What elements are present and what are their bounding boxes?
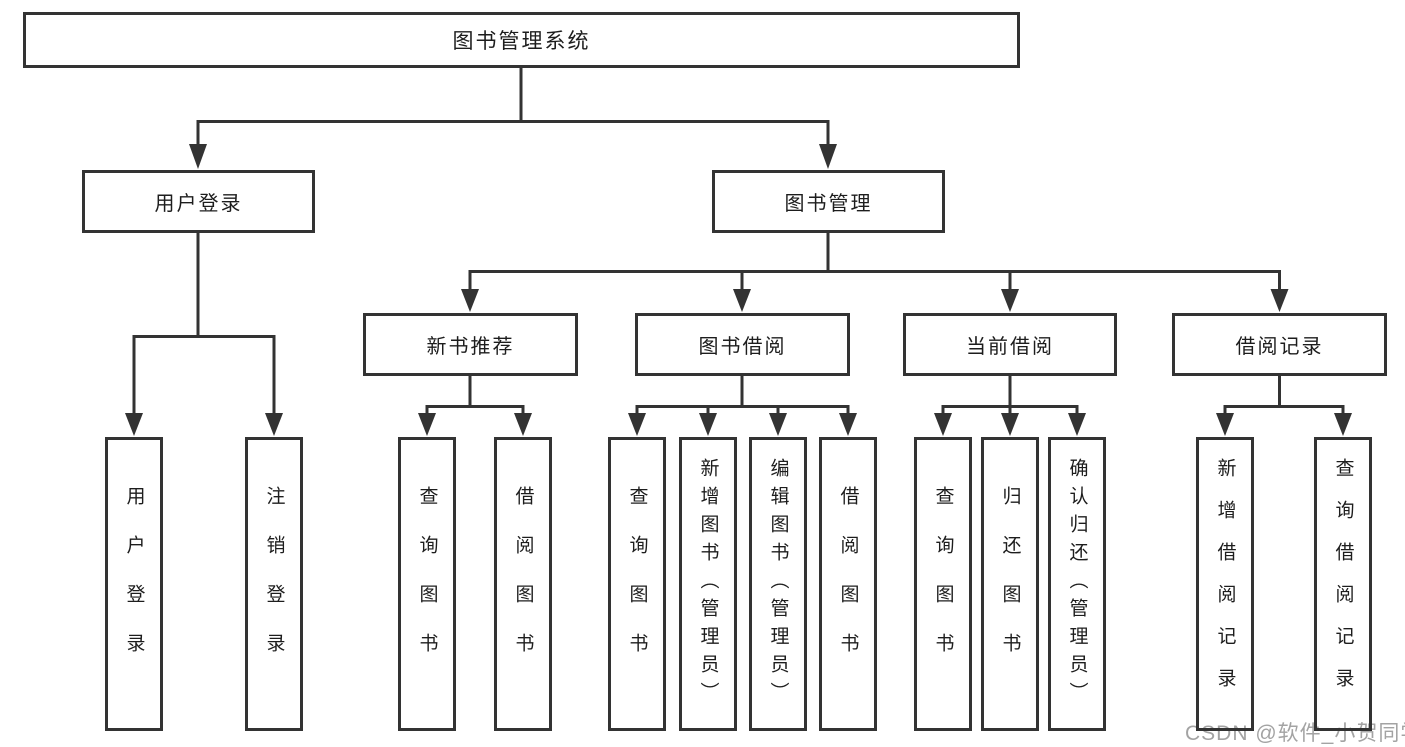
leaf-add-book-admin: 新增图书（管理员）	[679, 437, 737, 731]
leaf-user-login-label: 用户登录	[123, 486, 145, 682]
leaf-add-borrow-record: 新增借阅记录	[1196, 437, 1254, 731]
leaf-borrow-books-label: 借阅图书	[837, 486, 859, 682]
leaf-query-books-recommend: 查询图书	[398, 437, 456, 731]
node-current-borrow-label: 当前借阅	[966, 336, 1054, 358]
node-book-management: 图书管理	[712, 170, 945, 233]
leaf-query-books-current-label: 查询图书	[932, 486, 954, 682]
leaf-confirm-return-admin: 确认归还（管理员）	[1048, 437, 1106, 731]
node-user-login-label: 用户登录	[154, 193, 243, 215]
node-borrow-records-label: 借阅记录	[1235, 336, 1324, 358]
leaf-add-book-admin-label: 新增图书（管理员）	[697, 458, 719, 710]
leaf-query-borrow-record-label: 查询借阅记录	[1332, 458, 1354, 710]
leaf-query-books-current: 查询图书	[914, 437, 972, 731]
node-book-management-label: 图书管理	[784, 193, 873, 215]
leaf-query-borrow-record: 查询借阅记录	[1314, 437, 1372, 731]
leaf-return-books-label: 归还图书	[999, 486, 1021, 682]
leaf-user-login: 用户登录	[105, 437, 163, 731]
node-new-book-recommend: 新书推荐	[363, 313, 578, 376]
leaf-edit-book-admin-label: 编辑图书（管理员）	[767, 458, 789, 710]
node-library-management-system-label: 图书管理系统	[452, 30, 591, 53]
leaf-query-books-recommend-label: 查询图书	[416, 486, 438, 682]
node-user-login: 用户登录	[82, 170, 315, 233]
node-current-borrow: 当前借阅	[903, 313, 1117, 376]
csdn-watermark: CSDN @软件_小贺同学	[1185, 722, 1405, 745]
leaf-add-borrow-record-label: 新增借阅记录	[1214, 458, 1236, 710]
leaf-edit-book-admin: 编辑图书（管理员）	[749, 437, 807, 731]
leaf-return-books: 归还图书	[981, 437, 1039, 731]
leaf-borrow-books: 借阅图书	[819, 437, 877, 731]
node-borrow-records: 借阅记录	[1172, 313, 1387, 376]
node-library-management-system: 图书管理系统	[23, 12, 1020, 68]
leaf-query-books-borrow-label: 查询图书	[626, 486, 648, 682]
leaf-logout-label: 注销登录	[263, 486, 285, 682]
node-book-borrow-label: 图书借阅	[698, 336, 787, 358]
leaf-borrow-books-recommend-label: 借阅图书	[512, 486, 534, 682]
leaf-query-books-borrow: 查询图书	[608, 437, 666, 731]
node-book-borrow: 图书借阅	[635, 313, 850, 376]
leaf-confirm-return-admin-label: 确认归还（管理员）	[1066, 458, 1088, 710]
leaf-borrow-books-recommend: 借阅图书	[494, 437, 552, 731]
node-new-book-recommend-label: 新书推荐	[426, 336, 515, 358]
leaf-logout: 注销登录	[245, 437, 303, 731]
